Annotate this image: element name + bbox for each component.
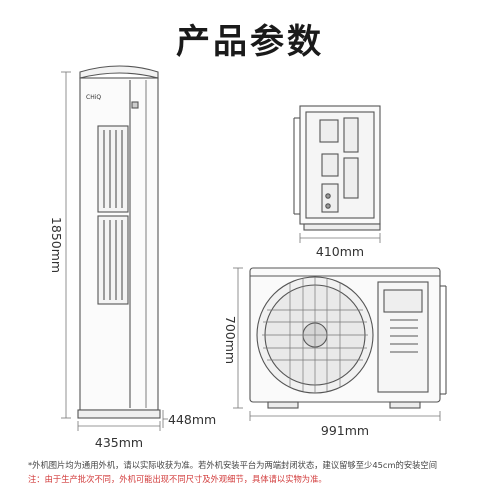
installation-note: *外机图片均为通用外机，请以实际收获为准。若外机安装平台为两端封闭状态，建议留够… [28,460,438,470]
brand-logo-text: CHiQ [86,94,101,101]
indoor-width-dimension-line [77,421,161,431]
indoor-unit [77,65,161,419]
indoor-height-dimension-line [61,71,71,419]
outdoor-height-dimension-line [233,267,243,409]
indoor-width-label: 435mm [95,435,143,450]
fan-grill-lines [262,277,368,393]
indoor-depth-label: 448mm [168,412,216,427]
outdoor-width-dimension-line [249,411,441,421]
indoor-depth-marker [162,410,168,428]
page-title: 产品参数 [176,22,324,62]
outdoor-depth-dimension-line [299,233,381,243]
batch-variation-note: 注：由于生产批次不同，外机可能出现不同尺寸及外观细节，具体请以实物为准。 [28,474,327,484]
outdoor-unit-front-view [249,267,447,409]
outdoor-height-label: 700mm [223,316,238,364]
outdoor-unit-side-view [293,105,381,231]
indoor-height-label: 1850mm [49,217,64,273]
outdoor-depth-label: 410mm [316,244,364,259]
outdoor-width-label: 991mm [321,423,369,438]
